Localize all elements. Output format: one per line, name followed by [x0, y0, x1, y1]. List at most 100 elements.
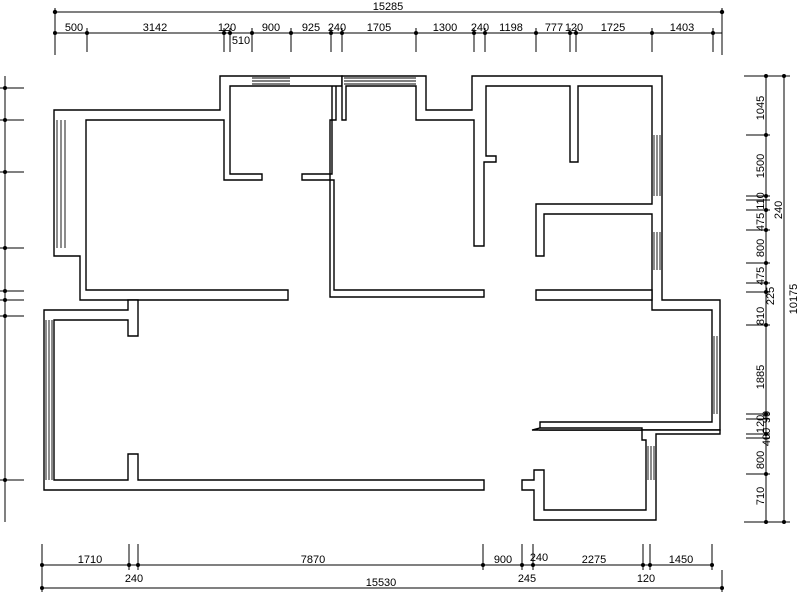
top-dot: [222, 31, 226, 35]
bottom-dim-label: 240: [125, 573, 143, 585]
top-dim-label: 500: [65, 22, 83, 34]
right-dot: [782, 74, 786, 78]
top-total-dot-left: [52, 9, 58, 15]
right-dim-label: 800: [755, 451, 767, 469]
top-dot: [250, 31, 254, 35]
top-dot: [483, 31, 487, 35]
right-dim-label: 1045: [755, 96, 767, 120]
bottom-dot: [641, 563, 645, 567]
left-dot: [3, 118, 7, 122]
top-total-dot-right: [719, 9, 725, 15]
window-balcony: [647, 446, 655, 480]
right-dim-label: 400: [761, 428, 773, 446]
left-dot: [3, 298, 7, 302]
top-dot: [85, 31, 89, 35]
bottom-dots: [40, 563, 724, 590]
top-segment-dots: [53, 31, 715, 35]
bottom-dimension-group: 1710 7870 900 240 2275 1450 240 245 120 …: [40, 544, 724, 592]
top-dim-label: 120: [218, 22, 236, 34]
top-dim-label: 1705: [367, 22, 391, 34]
bottom-dim-label: 7870: [301, 554, 325, 566]
top-dot: [711, 31, 715, 35]
top-dim-label: 1403: [670, 22, 694, 34]
top-segment-labels: 500 3142 120 510 900 925 240 1705 1300 2…: [65, 22, 694, 47]
right-segment-labels: 1045 1500 110 240 475 800 475 225 810 18…: [755, 96, 800, 505]
top-dot: [650, 31, 654, 35]
top-dim-label: 240: [328, 22, 346, 34]
left-dot: [3, 246, 7, 250]
bottom-dim-label: 245: [518, 573, 536, 585]
right-dim-label: 475: [755, 267, 767, 285]
left-dot: [3, 314, 7, 318]
window-top-left: [252, 77, 290, 85]
top-dim-label: 777: [545, 22, 563, 34]
window-right-middle: [653, 232, 661, 270]
lower-wall: [43, 299, 485, 491]
bottom-total-label: 15530: [366, 577, 397, 589]
bottom-dot: [648, 563, 652, 567]
bottom-dim-label: 240: [530, 552, 548, 564]
right-dot: [764, 323, 768, 327]
bottom-dot: [710, 563, 714, 567]
bottom-dim-label: 120: [637, 573, 655, 585]
right-dot: [764, 74, 768, 78]
middle-right-wall: [535, 289, 653, 301]
top-dimension-group: 15285: [52, 1, 725, 55]
left-dimension-group: [0, 76, 24, 522]
window-left-upper: [56, 120, 66, 248]
right-dot: [764, 194, 768, 198]
right-dim-label: 1500: [755, 154, 767, 178]
bottom-dot: [136, 563, 140, 567]
top-dim-label: 240: [471, 22, 489, 34]
upper-left-wall: [53, 75, 485, 301]
bottom-labels: 1710 7870 900 240 2275 1450 240 245 120 …: [78, 552, 693, 589]
right-dim-label: 710: [755, 487, 767, 505]
right-dot: [764, 472, 768, 476]
top-dim-label: 900: [262, 22, 280, 34]
right-dim-label: 1885: [755, 365, 767, 389]
bottom-dim-label: 1710: [78, 554, 102, 566]
right-dim-label: 225: [765, 287, 777, 305]
bottom-dot: [481, 563, 485, 567]
right-dot: [764, 208, 768, 212]
right-dim-label: 800: [755, 239, 767, 257]
bottom-dim-label: 1450: [669, 554, 693, 566]
top-dim-label: 3142: [143, 22, 167, 34]
right-dot: [764, 133, 768, 137]
bottom-dot: [40, 563, 44, 567]
top-dim-label: 1300: [433, 22, 457, 34]
right-total-label: 10175: [788, 284, 800, 315]
right-segment-dots: [764, 74, 786, 524]
right-dot: [764, 228, 768, 232]
top-middle-wall: [341, 75, 721, 431]
top-dim-label: 1198: [499, 22, 523, 34]
bottom-dot: [720, 586, 724, 590]
left-dot: [3, 170, 7, 174]
right-dim-label: 110: [755, 192, 767, 210]
bottom-dim-label: 900: [494, 554, 512, 566]
top-dot: [53, 31, 57, 35]
right-dot: [764, 261, 768, 265]
top-dot: [472, 31, 476, 35]
right-dot: [764, 520, 768, 524]
top-dot: [289, 31, 293, 35]
right-dimension-group: 1045 1500 110 240 475 800 475 225 810 18…: [744, 74, 800, 524]
window-layer: [45, 77, 718, 480]
bottom-dot: [520, 563, 524, 567]
right-dim-label: 120: [755, 415, 767, 433]
right-dim-label: 475: [755, 213, 767, 231]
top-dim-label: 925: [302, 22, 320, 34]
right-dot: [782, 520, 786, 524]
top-dot: [228, 31, 232, 35]
right-dot: [764, 432, 768, 436]
top-dim-label: 1725: [601, 22, 625, 34]
right-dim-label: 810: [755, 307, 767, 325]
top-dot: [534, 31, 538, 35]
top-dot: [414, 31, 418, 35]
top-dot: [340, 31, 344, 35]
bottom-dot: [40, 586, 44, 590]
right-dot: [764, 281, 768, 285]
left-dot: [3, 478, 7, 482]
window-right-lower: [713, 336, 718, 414]
